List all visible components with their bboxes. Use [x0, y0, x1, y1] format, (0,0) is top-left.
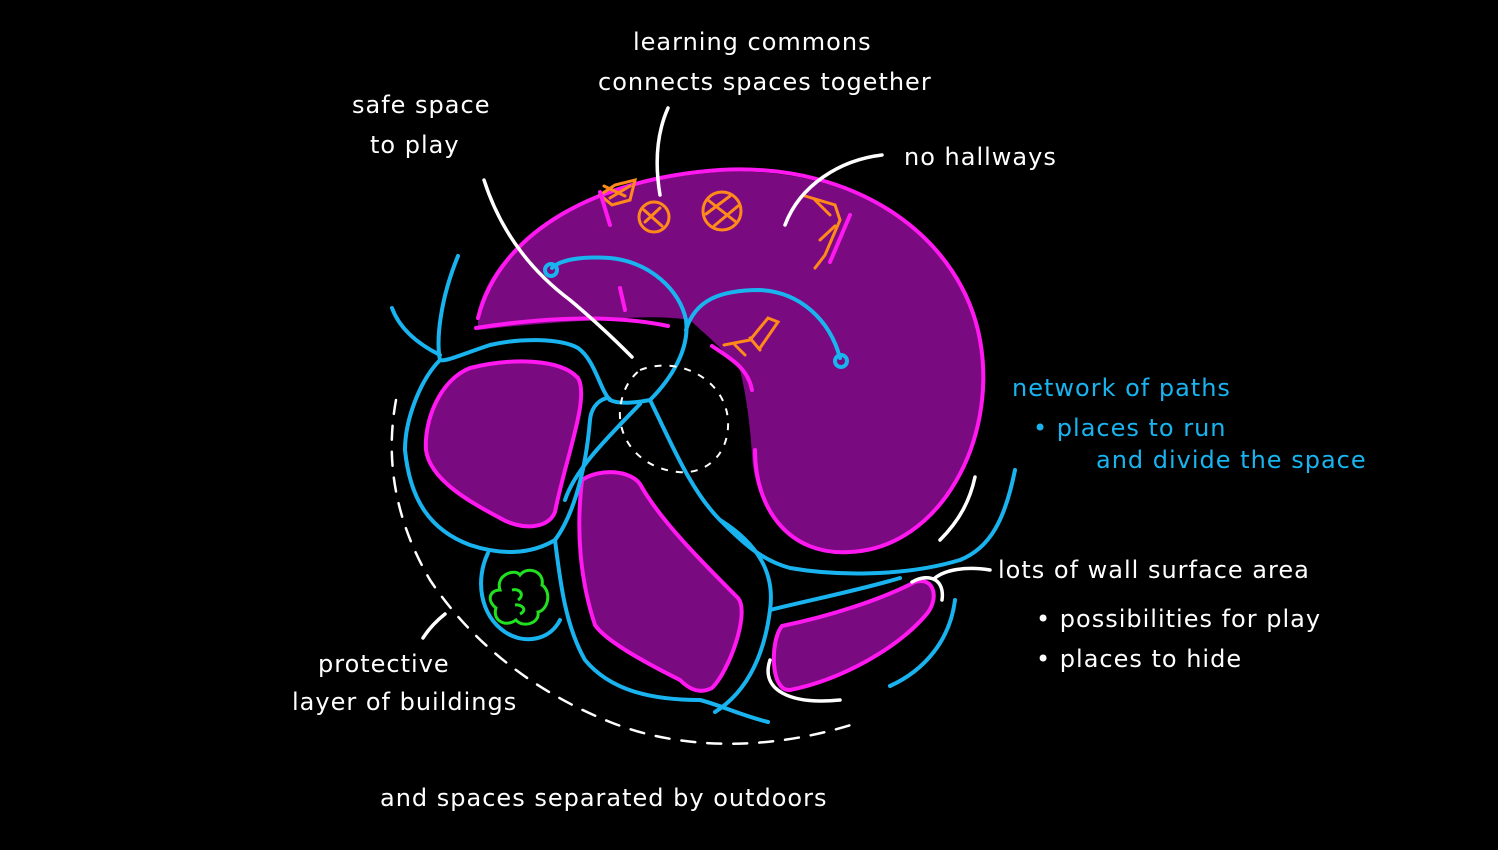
- leader-lines: [421, 106, 992, 640]
- annotations: learning commons connects spaces togethe…: [292, 28, 1367, 812]
- wall-lines: [766, 475, 977, 703]
- label-network-3: and divide the space: [1096, 446, 1367, 474]
- outdoor-boundary: [390, 398, 862, 745]
- label-network-1: network of paths: [1012, 374, 1231, 402]
- label-wall-3: • places to hide: [1036, 645, 1242, 673]
- label-safe-space-1: safe space: [352, 91, 490, 119]
- safe-space-circle: [618, 364, 730, 474]
- tree-icon: [488, 568, 550, 626]
- label-network-2: • places to run: [1033, 414, 1227, 442]
- accent-marks: [597, 177, 852, 357]
- building-right: [771, 579, 936, 692]
- learning-commons-shape: [474, 167, 986, 555]
- label-wall-1: lots of wall surface area: [998, 556, 1310, 584]
- label-separated: and spaces separated by outdoors: [380, 784, 828, 812]
- label-no-hallways: no hallways: [904, 143, 1057, 171]
- building-middle: [577, 470, 744, 693]
- label-safe-space-2: to play: [370, 131, 460, 159]
- label-learning-commons-2: connects spaces together: [598, 68, 932, 96]
- building-left: [423, 359, 584, 529]
- label-learning-commons-1: learning commons: [633, 28, 872, 56]
- label-wall-2: • possibilities for play: [1036, 605, 1321, 633]
- path-network: [390, 254, 1017, 724]
- label-protective-2: layer of buildings: [292, 688, 517, 716]
- label-protective-1: protective: [318, 650, 450, 678]
